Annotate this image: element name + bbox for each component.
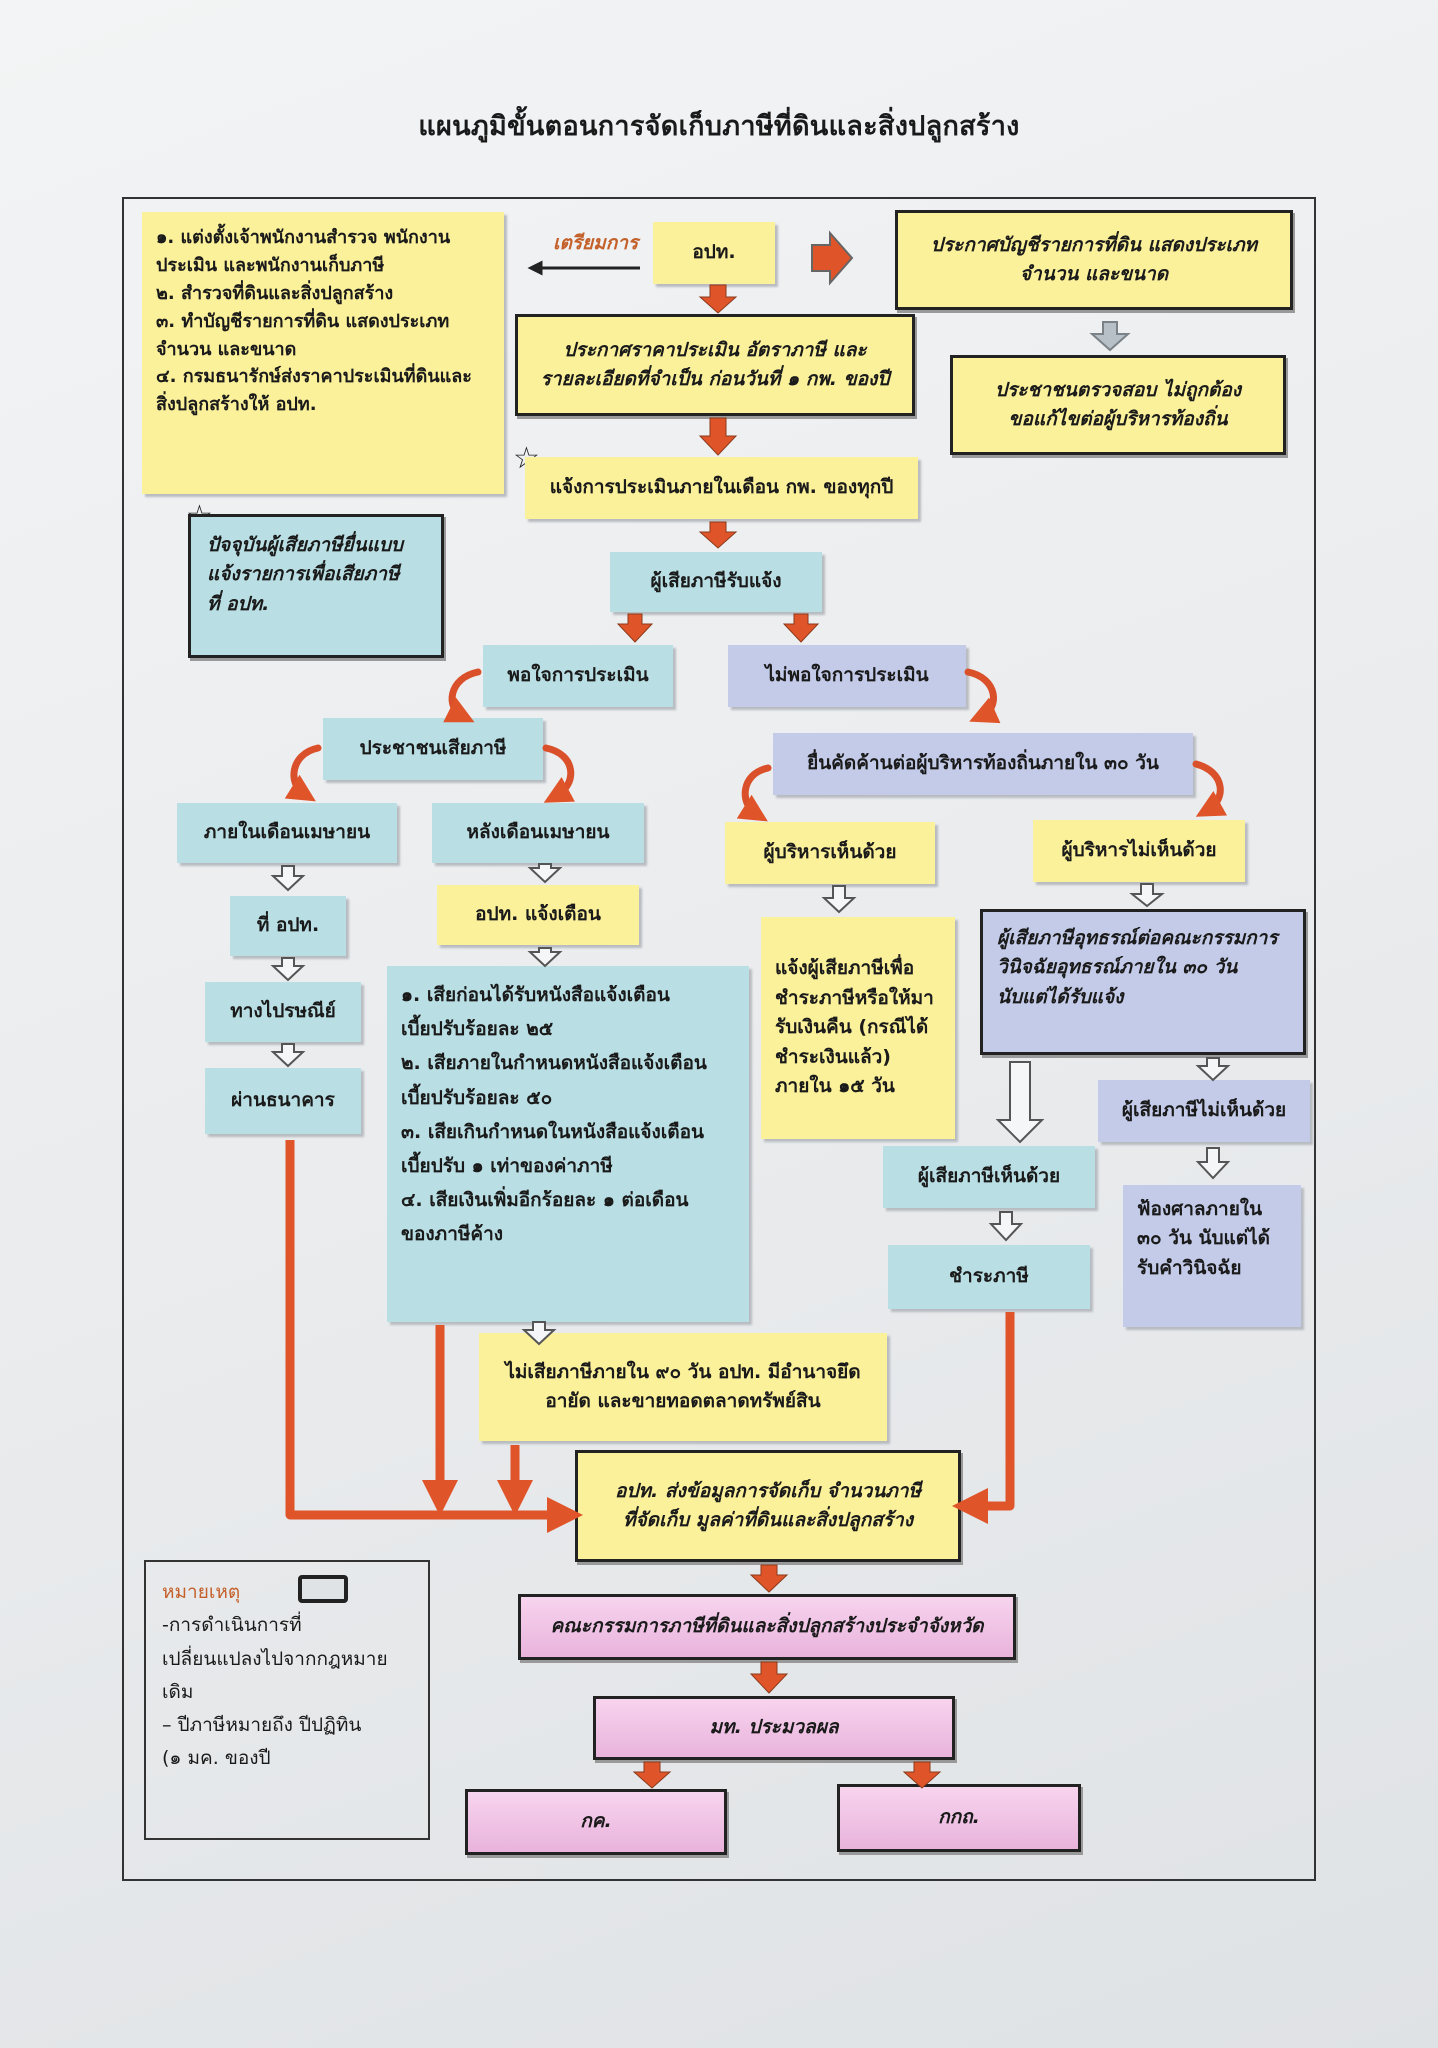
note-body: -การดำเนินการที่ เปลี่ยนแปลงไปจากกฎหมาย …	[162, 1614, 388, 1770]
kk-box: กค.	[465, 1789, 727, 1855]
pay-tax-box: ชำระภาษี	[888, 1245, 1090, 1309]
announce-price-box: ประกาศราคาประเมิน อัตราภาษี และ รายละเอี…	[515, 314, 915, 416]
opt-warn-box: อปท. แจ้งเตือน	[437, 885, 639, 945]
by-bank-box: ผ่านธนาคาร	[205, 1068, 361, 1134]
opt-box: อปท.	[653, 222, 775, 284]
announce-list-box: ประกาศบัญชีรายการที่ดิน แสดงประเภท จำนวน…	[895, 210, 1293, 310]
bordered-box-legend-icon	[298, 1575, 348, 1603]
seize-box: ไม่เสียภาษีภายใน ๙๐ วัน อปท. มีอำนาจยึด …	[479, 1333, 887, 1441]
kkd-box: กกถ.	[837, 1784, 1081, 1852]
note-box: หมายเหตุ -การดำเนินการที่ เปลี่ยนแปลงไปจ…	[144, 1560, 430, 1840]
fines-box: ๑. เสียก่อนได้รับหนังสือแจ้งเตือน เบี้ยป…	[387, 966, 749, 1322]
prep-label: เตรียมการ	[553, 232, 639, 254]
taxpayer-receive-box: ผู้เสียภาษีรับแจ้ง	[610, 552, 822, 612]
prep-steps-box: ๑. แต่งตั้งเจ้าพนักงานสำรวจ พนักงาน ประเ…	[142, 212, 504, 494]
taxpayer-agree-box: ผู้เสียภาษีเห็นด้วย	[883, 1146, 1095, 1208]
after-april-box: หลังเดือนเมษายน	[432, 803, 644, 863]
not-satisfied-box: ไม่พอใจการประเมิน	[728, 645, 966, 707]
note-title: หมายเหตุ	[162, 1581, 241, 1603]
appeal-committee-box: ผู้เสียภาษีอุทธรณ์ต่อคณะกรรมการ วินิจฉัย…	[980, 909, 1306, 1055]
current-note-box: ปัจจุบันผู้เสียภาษียื่นแบบ แจ้งรายการเพื…	[188, 514, 444, 658]
moi-process-box: มท. ประมวลผล	[593, 1696, 955, 1760]
send-data-box: อปท. ส่งข้อมูลการจัดเก็บ จำนวนภาษี ที่จั…	[575, 1450, 961, 1562]
taxpayer-disagree-box: ผู้เสียภาษีไม่เห็นด้วย	[1098, 1080, 1310, 1142]
appeal-local-box: ยื่นคัดค้านต่อผู้บริหารท้องถิ่นภายใน ๓๐ …	[773, 733, 1193, 795]
exec-disagree-box: ผู้บริหารไม่เห็นด้วย	[1033, 820, 1245, 882]
provincial-committee-box: คณะกรรมการภาษีที่ดินและสิ่งปลูกสร้างประจ…	[518, 1594, 1016, 1660]
exec-agree-box: ผู้บริหารเห็นด้วย	[725, 822, 935, 884]
court-box: ฟ้องศาลภายใน ๓๐ วัน นับแต่ได้ รับคำวินิจ…	[1123, 1185, 1301, 1327]
by-post-box: ทางไปรษณีย์	[205, 982, 361, 1042]
diagram-frame	[122, 197, 1316, 1881]
public-pay-box: ประชาชนเสียภาษี	[323, 718, 543, 780]
within-april-box: ภายในเดือนเมษายน	[177, 803, 397, 863]
public-check-box: ประชาชนตรวจสอบ ไม่ถูกต้อง ขอแก้ไขต่อผู้บ…	[950, 355, 1286, 455]
at-opt-box: ที่ อปท.	[230, 896, 346, 956]
notify-assess-box: แจ้งการประเมินภายในเดือน กพ. ของทุกปี	[525, 457, 918, 519]
notify-refund-box: แจ้งผู้เสียภาษีเพื่อ ชำระภาษีหรือให้มา ร…	[761, 917, 955, 1139]
satisfied-box: พอใจการประเมิน	[483, 645, 673, 707]
chart-title: แผนภูมิขั้นตอนการจัดเก็บภาษีที่ดินและสิ่…	[418, 111, 1020, 142]
